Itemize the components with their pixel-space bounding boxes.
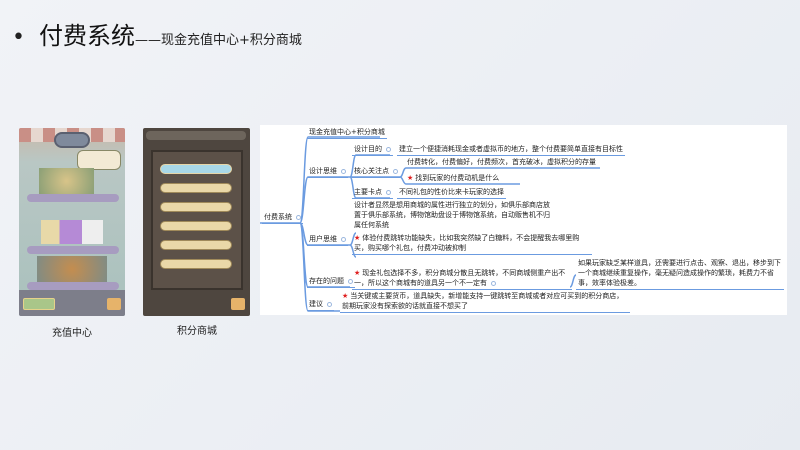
node-user-thinking-item: ★体验付费跳转功能缺失，比如我突然缺了白糖料，不会提醒我去哪里购买，购买哪个礼包… (352, 233, 592, 255)
node-design-thinking: 设计思维 (307, 166, 348, 178)
node-core-focus: 核心关注点 (352, 166, 400, 178)
star-icon: ★ (342, 292, 349, 300)
points-shop-screenshot (143, 128, 250, 316)
star-icon: ★ (354, 269, 361, 277)
arrow-right-icon (231, 298, 245, 310)
node-suggestion: 建议 (307, 299, 334, 311)
node-problems-text: ★现金礼包选择不多，积分商城分散且无跳转，不同商城侧重产出不一，所以这个商城有的… (352, 268, 572, 290)
node-design-purpose: 设计目的 (352, 144, 393, 156)
node-suggestion-text: ★当关键或主要货币，道具缺失，新增能支持一键跳转至商城或者对应可买到的积分商店，… (340, 291, 630, 313)
title-main: 付费系统 (38, 22, 135, 50)
caption-recharge: 充值中心 (52, 328, 92, 339)
node-main-block: 主要卡点 (352, 187, 393, 199)
node-problems: 存在的问题 (307, 276, 355, 288)
root-node: 付费系统 (262, 212, 303, 224)
node-core-focus-item: 付费转化，付费偏好，付费频次，首充破冰，虚拟积分的存量 (407, 158, 596, 166)
node-user-thinking: 用户思维 (307, 234, 348, 246)
mind-map: 付费系统 现金充值中心+积分商城 设计思维 设计目的 建立一个便捷消耗现金或者虚… (260, 125, 787, 315)
caption-points-shop: 积分商城 (177, 326, 217, 337)
star-icon: ★ (407, 174, 414, 182)
node-branch-title: 现金充值中心+积分商城 (307, 127, 387, 139)
node-user-thinking-item: 设计者显然是想用商城的属性进行独立的划分，如俱乐部商店放置于俱乐部系统，博物馆助… (354, 201, 550, 229)
node-main-block-text: 不同礼包的性价比来卡玩家的选择 (397, 187, 506, 199)
title-subtitle: ——现金充值中心+积分商城 (134, 33, 302, 48)
node-problems-detail: 如果玩家缺乏某样道具，还需要进行点击、观察、退出，移步到下一个商城继续重复操作，… (576, 258, 784, 290)
recharge-center-screenshot (19, 128, 125, 316)
node-core-focus-item: ★找到玩家的付费动机是什么 (407, 174, 500, 182)
mind-map-connectors (260, 136, 600, 312)
arrow-right-icon (107, 298, 121, 310)
slide-title: • 付费系统 ——现金充值中心+积分商城 (12, 16, 302, 51)
star-icon: ★ (354, 234, 361, 242)
bullet: • (12, 25, 25, 50)
node-design-purpose-text: 建立一个便捷消耗现金或者虚拟币的地方，整个付费要简单直接有目标性 (397, 144, 625, 156)
